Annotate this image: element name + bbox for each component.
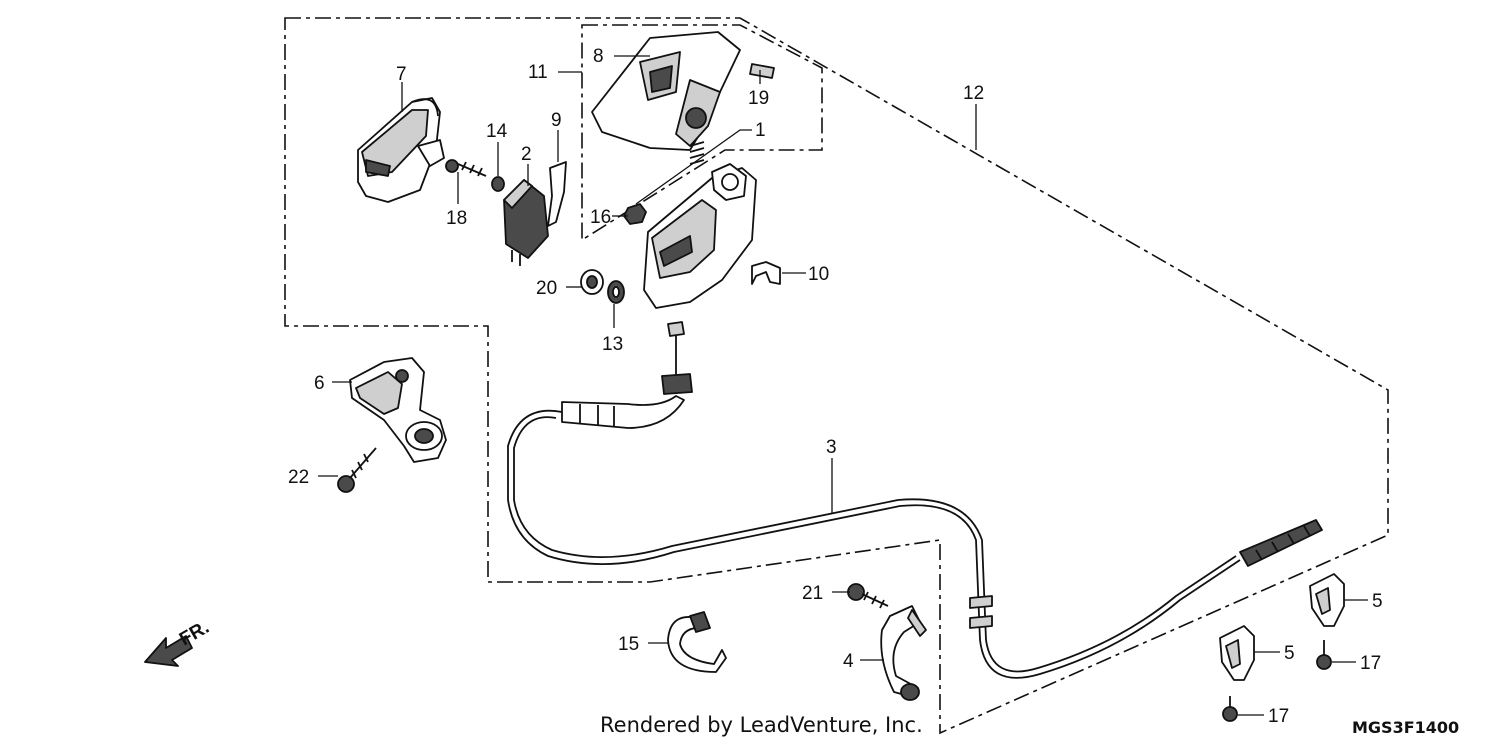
part-5-holder-upper[interactable] <box>1309 573 1345 627</box>
callout-14: 14 <box>486 121 508 142</box>
callout-9: 9 <box>551 110 562 131</box>
callout-17-upper: 17 <box>1360 653 1381 674</box>
callout-4: 4 <box>843 651 854 672</box>
callout-labels: 8 11 7 19 9 14 2 1 12 18 16 10 20 13 6 3… <box>288 46 1383 727</box>
callout-12: 11 <box>528 62 548 83</box>
callout-10: 10 <box>808 264 829 285</box>
part-9-plate[interactable] <box>547 161 567 227</box>
part-18-screw[interactable] <box>445 159 487 177</box>
callout-7: 7 <box>396 64 407 85</box>
part-21-bolt[interactable] <box>847 583 889 609</box>
part-13-washer[interactable] <box>607 280 625 304</box>
callout-5-upper: 5 <box>1372 591 1383 612</box>
part-4-clamp[interactable] <box>880 605 927 701</box>
callout-15: 15 <box>618 634 639 655</box>
callout-19: 19 <box>748 88 769 109</box>
assembly-12-outline <box>581 24 823 242</box>
part-14-washer[interactable] <box>491 176 505 192</box>
diagram-code: MGS3F1400 <box>1352 718 1459 737</box>
callout-6: 6 <box>314 373 325 394</box>
callout-3: 3 <box>826 437 837 458</box>
part-10-clip[interactable] <box>751 261 781 285</box>
part-5-holder-lower[interactable] <box>1219 625 1255 681</box>
part-6-bracket[interactable] <box>349 357 447 463</box>
callout-22: 22 <box>288 467 309 488</box>
callout-17-lower: 17 <box>1268 706 1289 727</box>
callout-11: 12 <box>963 83 984 104</box>
part-20-collar[interactable] <box>580 269 604 295</box>
watermark-text: Rendered by LeadVenture, Inc. <box>600 713 923 737</box>
assembly-11-outline <box>284 17 1389 735</box>
callout-5-lower: 5 <box>1284 643 1295 664</box>
callout-2: 2 <box>521 144 532 165</box>
callout-20: 20 <box>536 278 557 299</box>
callout-8: 8 <box>593 46 604 67</box>
part-8-lever[interactable] <box>591 31 741 151</box>
front-direction-arrow: FR. <box>144 617 213 667</box>
callout-1: 1 <box>755 120 766 141</box>
part-15-band[interactable] <box>667 611 727 673</box>
part-3-cable[interactable] <box>507 321 1323 679</box>
part-16-nut[interactable] <box>623 203 647 225</box>
part-19-pin[interactable] <box>749 63 775 79</box>
part-1-spring[interactable] <box>689 141 705 165</box>
lever-housing[interactable] <box>643 163 757 309</box>
part-17-screw-lower[interactable] <box>1222 696 1238 722</box>
callout-18: 18 <box>446 208 467 229</box>
part-2-switch[interactable] <box>503 179 549 266</box>
part-7-grip[interactable] <box>357 97 445 203</box>
part-22-bolt[interactable] <box>337 447 377 493</box>
part-17-screw-upper[interactable] <box>1316 640 1332 670</box>
callout-16: 16 <box>590 207 611 228</box>
callout-21: 21 <box>802 583 823 604</box>
callout-13: 13 <box>602 334 623 355</box>
leader-lines <box>318 55 1368 716</box>
